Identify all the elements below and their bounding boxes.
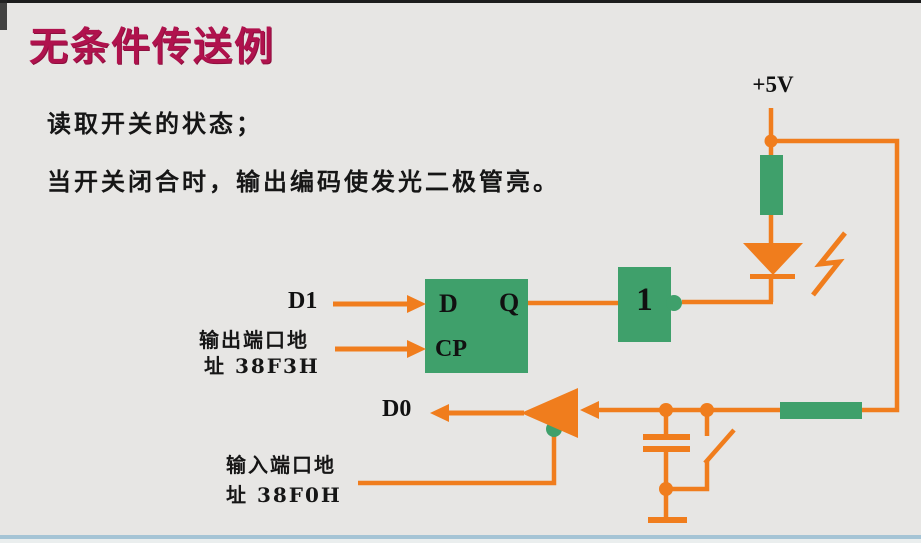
wire-buffer-enable	[358, 433, 557, 486]
gate-box	[618, 267, 671, 342]
d0-arrowhead	[430, 404, 449, 422]
input-port-address-line-1: 输入端口地	[226, 453, 336, 477]
top-left-frame-edge	[0, 0, 7, 30]
led-cathode-bar	[750, 274, 795, 279]
pullup-resistor	[760, 155, 783, 215]
wire-right-branch	[771, 138, 900, 413]
gate-label: 1	[636, 282, 653, 318]
gate-bubble	[666, 295, 682, 311]
junction-capacitor-top	[659, 403, 673, 417]
bottom-frame-strip	[0, 539, 921, 543]
buffer-input-arrowhead	[580, 401, 599, 419]
wire-switch-return	[666, 461, 710, 492]
led-triangle	[743, 243, 803, 275]
body-text-line-2: 当开关闭合时，输出编码使发光二极管亮。	[47, 167, 560, 196]
d1-signal-label: D1	[288, 288, 318, 314]
junction-switch-top	[700, 403, 714, 417]
input-port-address-line-2: 址 38F0H	[226, 483, 342, 507]
flipflop-d-pin-label: D	[439, 289, 458, 318]
bottom-frame-line	[0, 535, 921, 539]
top-frame-edge	[0, 0, 921, 3]
flipflop-q-pin-label: Q	[499, 288, 520, 317]
cp-arrowhead	[407, 340, 426, 358]
junction-power	[764, 134, 778, 148]
capacitor-plate-top	[643, 434, 690, 440]
junction-ground	[659, 482, 673, 496]
d1-arrowhead	[407, 295, 426, 313]
input-buffer-triangle	[521, 388, 578, 438]
switch-arm	[703, 428, 736, 465]
flipflop-box	[425, 279, 528, 373]
ground-icon	[648, 517, 687, 523]
power-supply-label: +5V	[752, 72, 794, 97]
page-title: 无条件传送例	[29, 26, 276, 69]
body-text-line-1: 读取开关的状态；	[47, 109, 263, 138]
d0-signal-label: D0	[382, 396, 412, 422]
light-emission-icon	[811, 231, 847, 297]
flipflop-cp-pin-label: CP	[435, 336, 467, 362]
series-resistor	[780, 402, 862, 419]
capacitor-plate-bottom	[643, 446, 690, 452]
output-port-address-line-2: 址 38F3H	[204, 354, 320, 378]
output-port-address-line-1: 输出端口地	[199, 328, 309, 352]
